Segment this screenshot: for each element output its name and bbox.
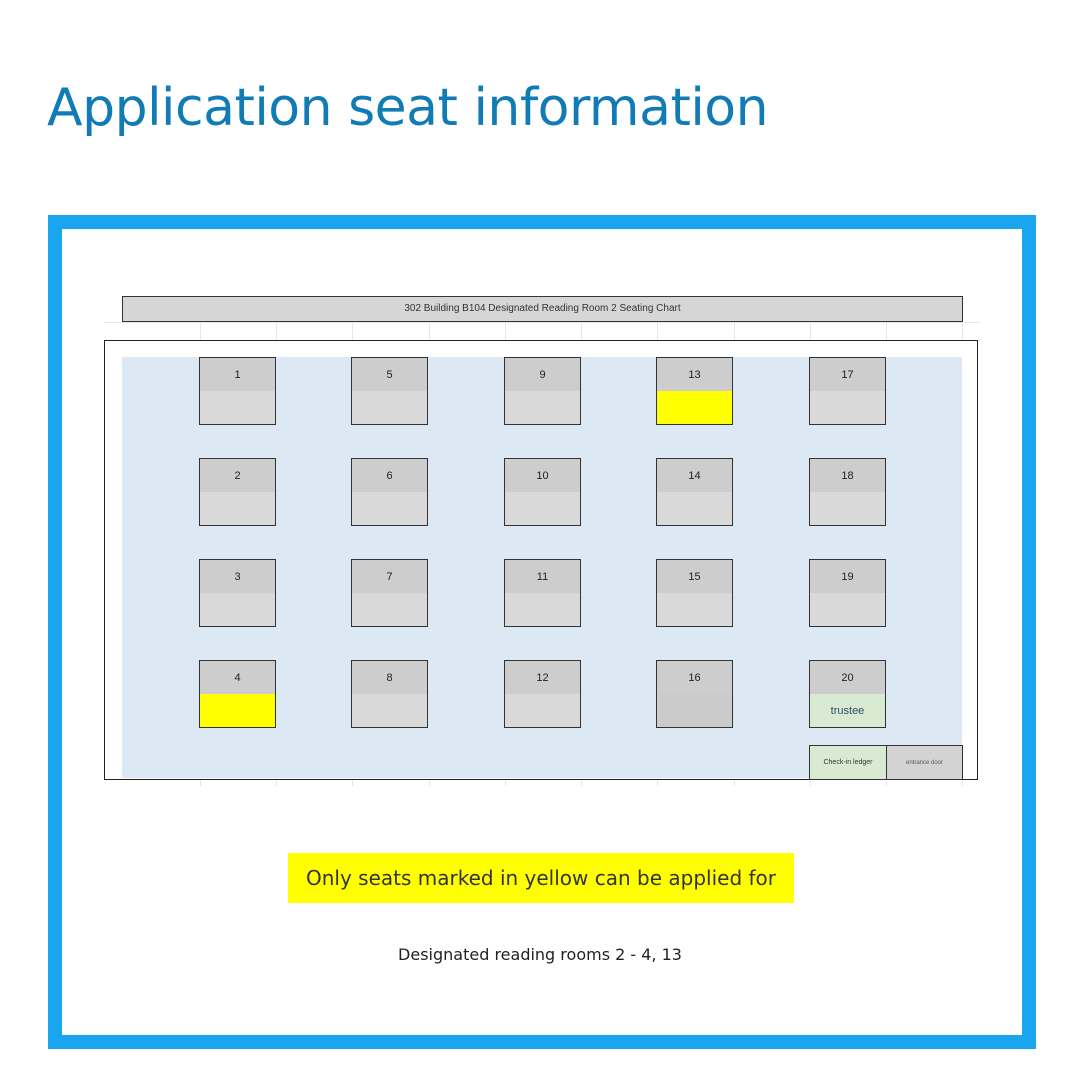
seat-4-available: 4 <box>199 660 276 728</box>
seat-number: 3 <box>200 560 275 593</box>
seat-9: 9 <box>504 357 581 425</box>
seat-label <box>810 492 885 525</box>
seat-number: 16 <box>657 661 732 694</box>
yellow-seat-note: Only seats marked in yellow can be appli… <box>288 853 794 903</box>
seat-label <box>657 694 732 727</box>
seat-14: 14 <box>656 458 733 526</box>
seat-17: 17 <box>809 357 886 425</box>
seat-label <box>657 391 732 424</box>
seat-number: 17 <box>810 358 885 391</box>
seat-label <box>505 593 580 626</box>
seat-label <box>657 492 732 525</box>
seat-label: trustee <box>810 694 885 727</box>
seat-label <box>505 492 580 525</box>
seat-label <box>657 593 732 626</box>
seat-number: 18 <box>810 459 885 492</box>
seat-label <box>810 391 885 424</box>
seat-11: 11 <box>504 559 581 627</box>
seat-18: 18 <box>809 458 886 526</box>
seat-5: 5 <box>351 357 428 425</box>
seat-number: 9 <box>505 358 580 391</box>
seat-number: 8 <box>352 661 427 694</box>
designated-rooms-note: Designated reading rooms 2 - 4, 13 <box>398 945 682 964</box>
seat-19: 19 <box>809 559 886 627</box>
seat-number: 14 <box>657 459 732 492</box>
seat-number: 5 <box>352 358 427 391</box>
seat-label <box>352 593 427 626</box>
entrance-door: entrance door <box>886 745 963 780</box>
seat-label <box>352 694 427 727</box>
seat-label <box>505 694 580 727</box>
seat-number: 13 <box>657 358 732 391</box>
check-in-ledger: Check-in ledger <box>809 745 887 780</box>
seat-20-trustee: 20 trustee <box>809 660 886 728</box>
seat-label <box>200 593 275 626</box>
seat-number: 7 <box>352 560 427 593</box>
seat-number: 19 <box>810 560 885 593</box>
seat-2: 2 <box>199 458 276 526</box>
seat-label <box>352 391 427 424</box>
seat-7: 7 <box>351 559 428 627</box>
seat-number: 4 <box>200 661 275 694</box>
seat-12: 12 <box>504 660 581 728</box>
seat-6: 6 <box>351 458 428 526</box>
seat-number: 6 <box>352 459 427 492</box>
seat-number: 11 <box>505 560 580 593</box>
seat-number: 12 <box>505 661 580 694</box>
seat-number: 2 <box>200 459 275 492</box>
seating-chart-title: 302 Building B104 Designated Reading Roo… <box>122 296 963 322</box>
seat-label <box>810 593 885 626</box>
seat-16: 16 <box>656 660 733 728</box>
seat-13-available: 13 <box>656 357 733 425</box>
seat-label <box>200 391 275 424</box>
seat-label <box>352 492 427 525</box>
seat-8: 8 <box>351 660 428 728</box>
seat-number: 20 <box>810 661 885 694</box>
seat-label <box>505 391 580 424</box>
page-title: Application seat information <box>47 78 769 138</box>
seat-number: 1 <box>200 358 275 391</box>
seat-15: 15 <box>656 559 733 627</box>
seat-number: 10 <box>505 459 580 492</box>
seat-10: 10 <box>504 458 581 526</box>
seat-label <box>200 694 275 727</box>
seat-number: 15 <box>657 560 732 593</box>
seat-3: 3 <box>199 559 276 627</box>
seat-1: 1 <box>199 357 276 425</box>
seat-label <box>200 492 275 525</box>
